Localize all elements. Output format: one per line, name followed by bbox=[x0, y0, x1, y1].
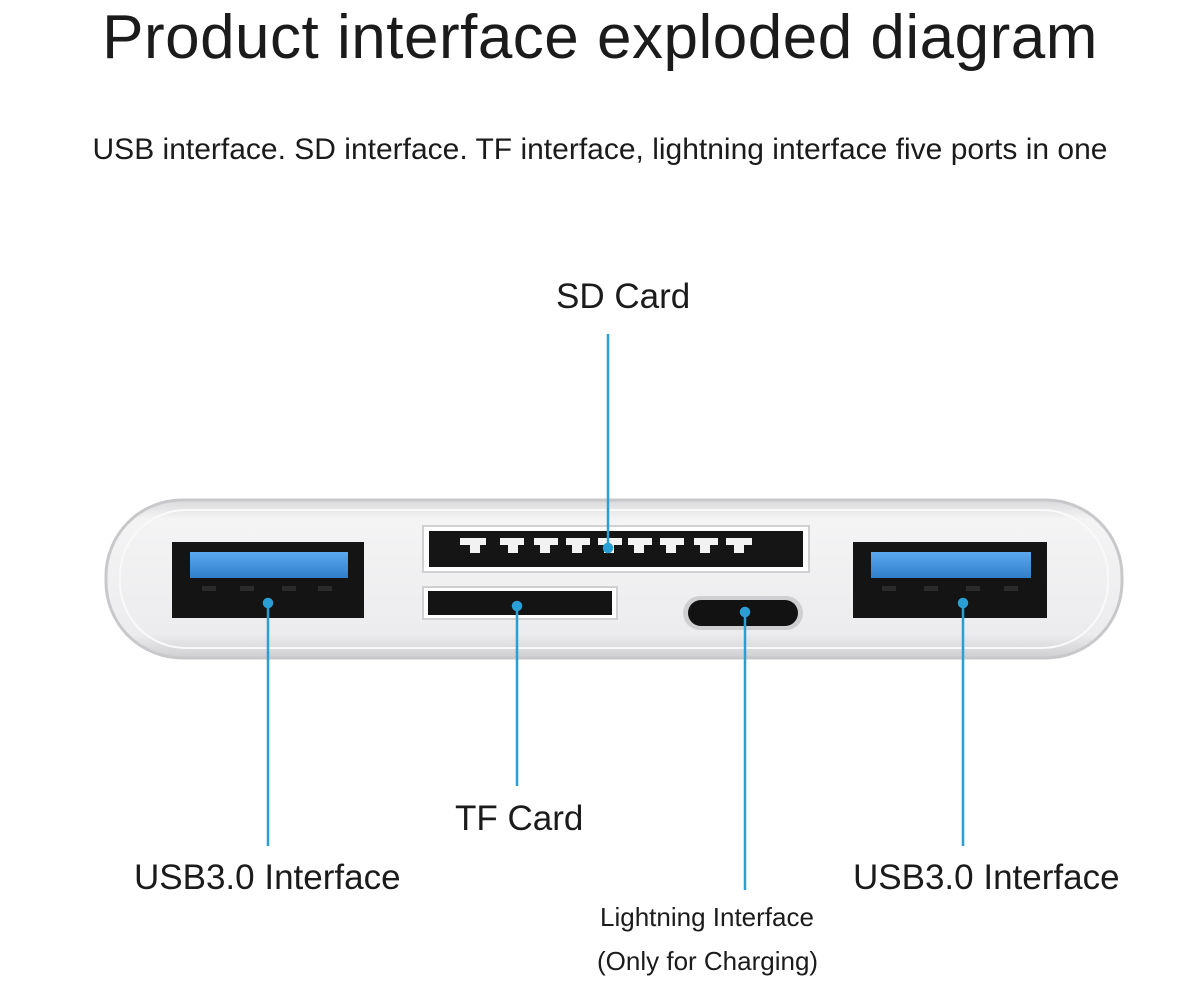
hub-body bbox=[104, 498, 1124, 660]
label-sd-card: SD Card bbox=[556, 277, 691, 316]
label-usb-right: USB3.0 Interface bbox=[853, 858, 1120, 897]
label-tf-card: TF Card bbox=[455, 799, 584, 838]
diagram-title: Product interface exploded diagram bbox=[102, 3, 1098, 72]
label-usb-left: USB3.0 Interface bbox=[134, 858, 401, 897]
diagram-subtitle: USB interface. SD interface. TF interfac… bbox=[92, 133, 1108, 166]
usb-port-right bbox=[853, 542, 1047, 618]
sd-card-slot bbox=[422, 525, 810, 573]
label-lightning-note: (Only for Charging) bbox=[597, 946, 819, 976]
label-lightning: Lightning Interface bbox=[600, 902, 814, 932]
